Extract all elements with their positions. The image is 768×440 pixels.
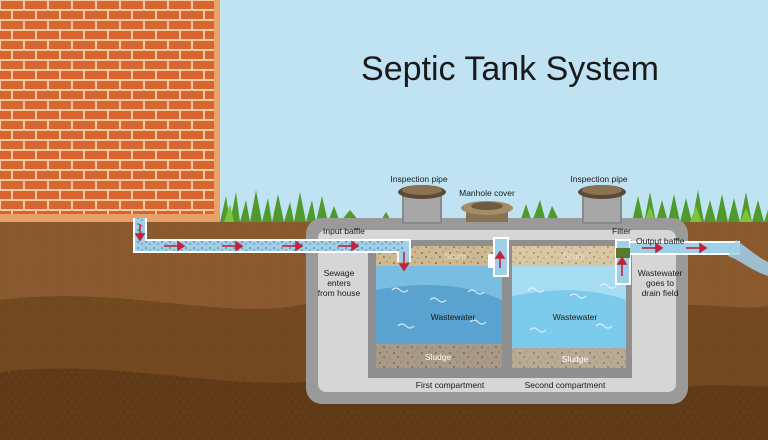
label-inspection-pipe-right: Inspection pipe	[570, 174, 628, 184]
label-wastewater-first: Wastewater	[430, 312, 476, 322]
label-output-baffle: Output baffle	[636, 236, 685, 246]
label-input-baffle: Input baffle	[323, 226, 365, 236]
label-manhole-cover: Manhole cover	[459, 188, 515, 198]
label-scum-first: Scum	[444, 251, 466, 261]
tank	[306, 218, 688, 404]
label-filter: Filter	[612, 226, 631, 236]
label-wastewater-drain: Wastewater goes to drain field	[637, 268, 683, 298]
label-sewage-enters: Sewage enters from house	[317, 268, 361, 298]
brick-wall-icon	[0, 0, 220, 222]
label-sludge-first: Sludge	[424, 352, 452, 362]
label-wastewater-second: Wastewater	[552, 312, 598, 322]
label-second-compartment: Second compartment	[524, 380, 606, 390]
label-inspection-pipe-left: Inspection pipe	[390, 174, 448, 184]
label-first-compartment: First compartment	[415, 380, 485, 390]
wave-icon	[391, 283, 617, 333]
diagram-title: Septic Tank System	[361, 50, 659, 88]
inspection-pipe-icon	[398, 185, 626, 224]
manhole-cover-icon	[461, 201, 513, 222]
label-sludge-second: Sludge	[561, 354, 589, 364]
label-scum-second: Scum	[563, 251, 585, 261]
flow-arrow-icon	[134, 224, 708, 276]
